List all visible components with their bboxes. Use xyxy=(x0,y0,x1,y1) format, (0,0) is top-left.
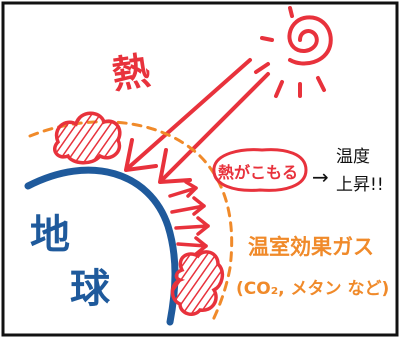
sun-ray xyxy=(316,76,326,92)
heat-ray-arrow xyxy=(126,58,252,170)
arrow-to-temperature: → xyxy=(312,165,329,189)
heat-trapped-label: 熱がこもる xyxy=(218,163,298,182)
greenhouse-gas-detail: (CO₂, メタン など) xyxy=(236,279,389,299)
greenhouse-gas-label: 温室効果ガス xyxy=(248,235,374,259)
heat-ray-arrows xyxy=(124,58,270,184)
earth-label-2: 球 xyxy=(70,266,111,312)
sun-ray xyxy=(288,6,294,18)
temperature-label-1: 温度 xyxy=(336,147,370,167)
sun-ray xyxy=(274,80,284,98)
earth-label-1: 地 xyxy=(30,212,70,258)
heat-ray-arrow xyxy=(160,72,270,182)
sun-ray xyxy=(260,36,274,42)
reflected-heat-arrows xyxy=(168,180,210,256)
sun-icon xyxy=(254,6,333,98)
heat-label: 熱 xyxy=(109,48,153,97)
cloud-icon xyxy=(53,111,122,165)
cloud-icon xyxy=(170,250,225,316)
heat-trapped-bubble: 熱がこもる xyxy=(212,148,308,192)
temperature-label-2: 上昇!! xyxy=(336,175,384,195)
sun-ray xyxy=(254,62,270,74)
